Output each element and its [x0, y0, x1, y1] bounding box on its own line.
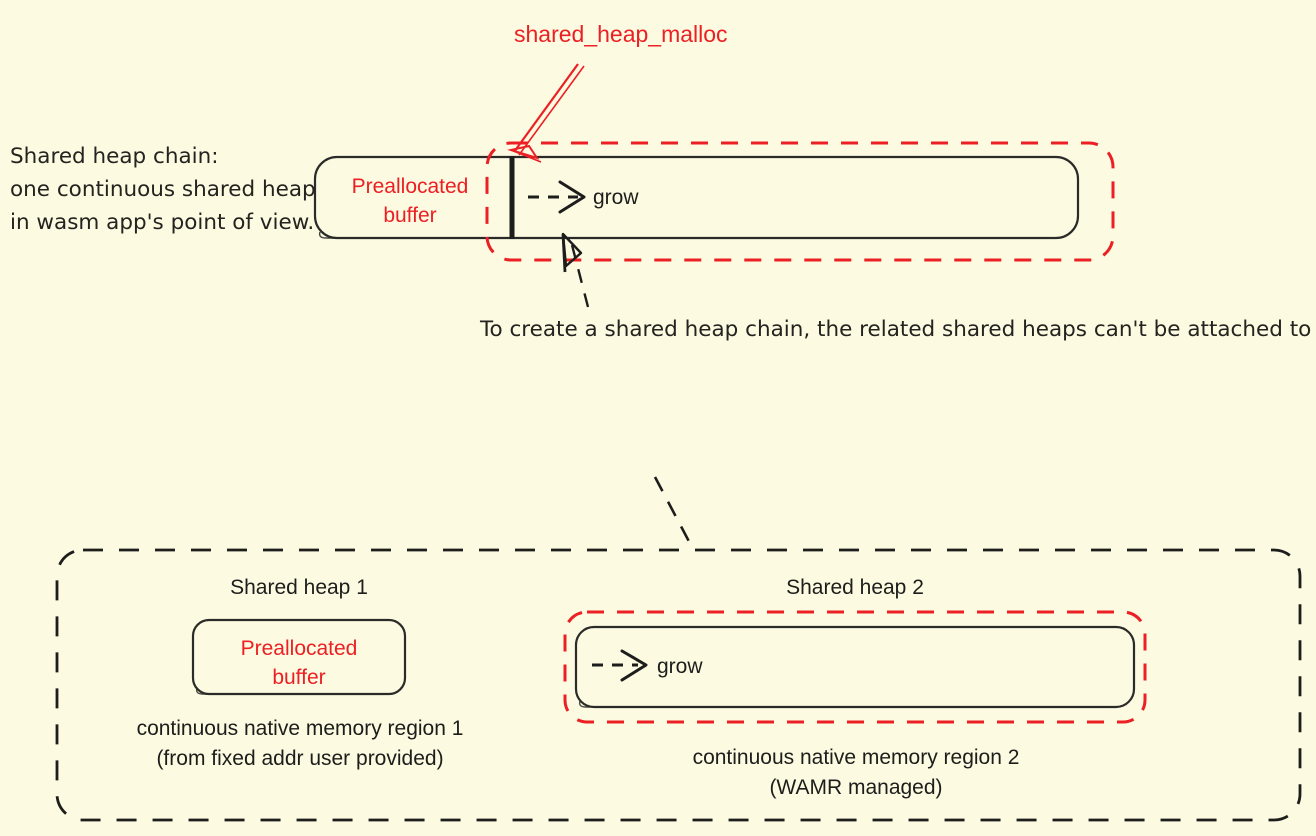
shared-heap-2-caption: continuous native memory region 2 (WAMR …: [692, 746, 1020, 799]
top-grow-arrow-icon: [528, 180, 586, 214]
bottom-grow-arrow-icon: [592, 649, 648, 682]
top-preallocated-buffer-label: Preallocated buffer: [351, 175, 469, 227]
shared-heap-chain-constraint-note: To create a shared heap chain, the relat…: [480, 317, 1312, 342]
shared-heap-malloc-label: shared_heap_malloc: [514, 21, 728, 47]
shared-heap-1-caption: continuous native memory region 1 (from …: [136, 717, 464, 770]
shared-heap-1-title: Shared heap 1: [230, 576, 368, 599]
shared-heap-2-grow-label: grow: [657, 655, 703, 678]
shared-heap-1-buffer-label: Preallocated buffer: [240, 637, 358, 689]
middle-note-leader-down: [653, 476, 696, 552]
shared-heap-2-growable-dashed-box: [563, 610, 1147, 724]
top-grow-label: grow: [593, 186, 639, 209]
shared-heap-malloc-callout-arrow: [507, 63, 585, 163]
shared-heap-2-title: Shared heap 2: [786, 576, 924, 599]
top-growable-region-dashed-box: [485, 141, 1115, 262]
left-explanatory-note: Shared heap chain: one continuous shared…: [10, 144, 316, 235]
middle-note-leader-up: [561, 232, 590, 308]
